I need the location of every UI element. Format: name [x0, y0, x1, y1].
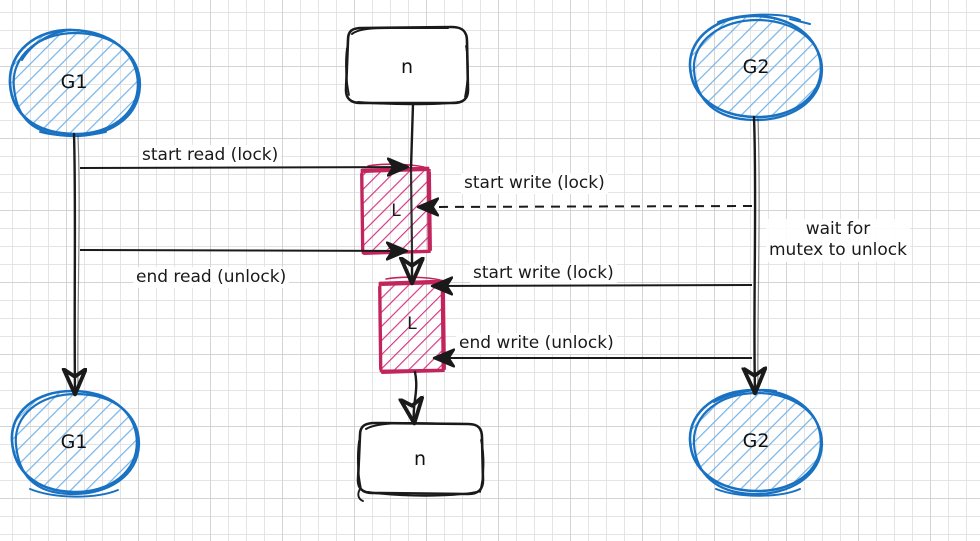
- message-label-start-write: start write (lock): [470, 263, 617, 285]
- annotation-wait-for-mutex: wait for mutex to unlock: [766, 219, 910, 262]
- value-node-n-bottom: [356, 421, 485, 502]
- goroutine-node-g1-bottom: [10, 389, 141, 498]
- lock-label-write: L: [407, 314, 417, 334]
- value-label-n-bottom: n: [413, 448, 427, 470]
- message-line-end-read: [79, 250, 405, 251]
- message-label-start-write-blocked: start write (lock): [461, 173, 608, 195]
- lifeline-g1-sketch: [77, 135, 80, 389]
- flow-n-to-lock-read: [409, 102, 415, 170]
- lifeline-g1: [74, 132, 75, 392]
- lock-label-read: L: [391, 201, 401, 221]
- flow-lock-write-to-n: [414, 370, 417, 421]
- goroutine-label-g1-top: G1: [60, 71, 88, 93]
- message-label-end-write: end write (unlock): [456, 333, 617, 355]
- lifeline-g2-sketch: [757, 118, 760, 388]
- value-node-n-top: [344, 25, 470, 106]
- annotation-wait-line-1: wait for: [805, 219, 871, 239]
- annotation-wait-line-2: mutex to unlock: [769, 240, 907, 261]
- message-line-start-write: [434, 285, 753, 286]
- goroutine-label-g1-bottom: G1: [60, 431, 88, 453]
- goroutine-label-g2-top: G2: [742, 56, 770, 78]
- flow-through-lock-read: [409, 168, 414, 254]
- goroutine-node-g1-top: [8, 28, 142, 138]
- message-label-start-read: start read (lock): [139, 145, 282, 167]
- value-label-n-top: n: [400, 56, 414, 78]
- lifeline-g2: [754, 115, 755, 391]
- goroutine-node-g2-top: [688, 13, 824, 122]
- goroutine-label-g2-bottom: G2: [742, 430, 770, 452]
- message-line-start-read: [79, 167, 406, 168]
- message-label-end-read: end read (unlock): [133, 267, 290, 289]
- message-line-start-write-blocked: [420, 206, 753, 207]
